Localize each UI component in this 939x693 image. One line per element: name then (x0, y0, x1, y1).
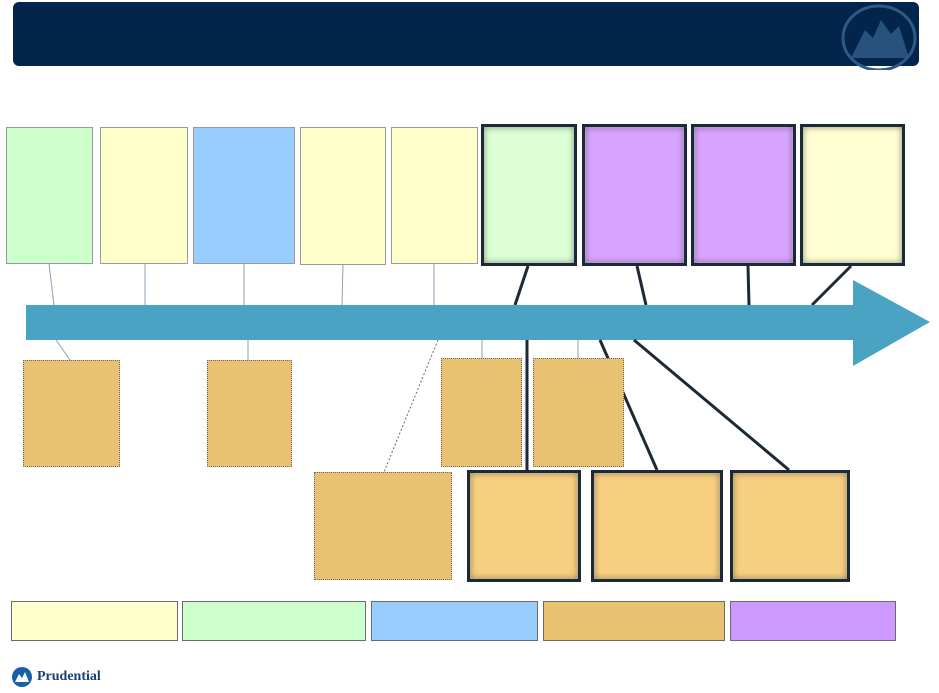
legend-item-green (182, 601, 366, 641)
bottom-box-3 (314, 472, 452, 580)
logo-wordmark: Prudential (37, 669, 101, 684)
legend-item-tan (543, 601, 725, 641)
top-box-8 (691, 124, 796, 266)
top-box-2 (100, 127, 188, 264)
bottom-box-2 (207, 360, 292, 467)
top-box-7 (582, 124, 687, 266)
top-box-1 (6, 127, 93, 264)
prudential-logo: Prudential (11, 665, 111, 689)
bottom-box-6 (467, 470, 581, 582)
rock-watermark-icon (841, 4, 917, 70)
top-box-9 (800, 124, 905, 266)
top-box-3 (193, 127, 295, 264)
top-box-6 (481, 124, 577, 266)
bottom-box-7 (591, 470, 723, 582)
title-banner (13, 2, 919, 70)
bottom-box-5 (533, 358, 624, 467)
legend-item-yellow (11, 601, 178, 641)
top-box-4 (300, 127, 386, 265)
legend-item-blue (371, 601, 538, 641)
legend-item-purple (730, 601, 896, 641)
bottom-box-8 (730, 470, 850, 582)
top-box-5 (391, 127, 478, 264)
bottom-box-1 (23, 360, 120, 467)
bottom-box-4 (441, 358, 522, 467)
prudential-rock-icon (12, 667, 32, 687)
